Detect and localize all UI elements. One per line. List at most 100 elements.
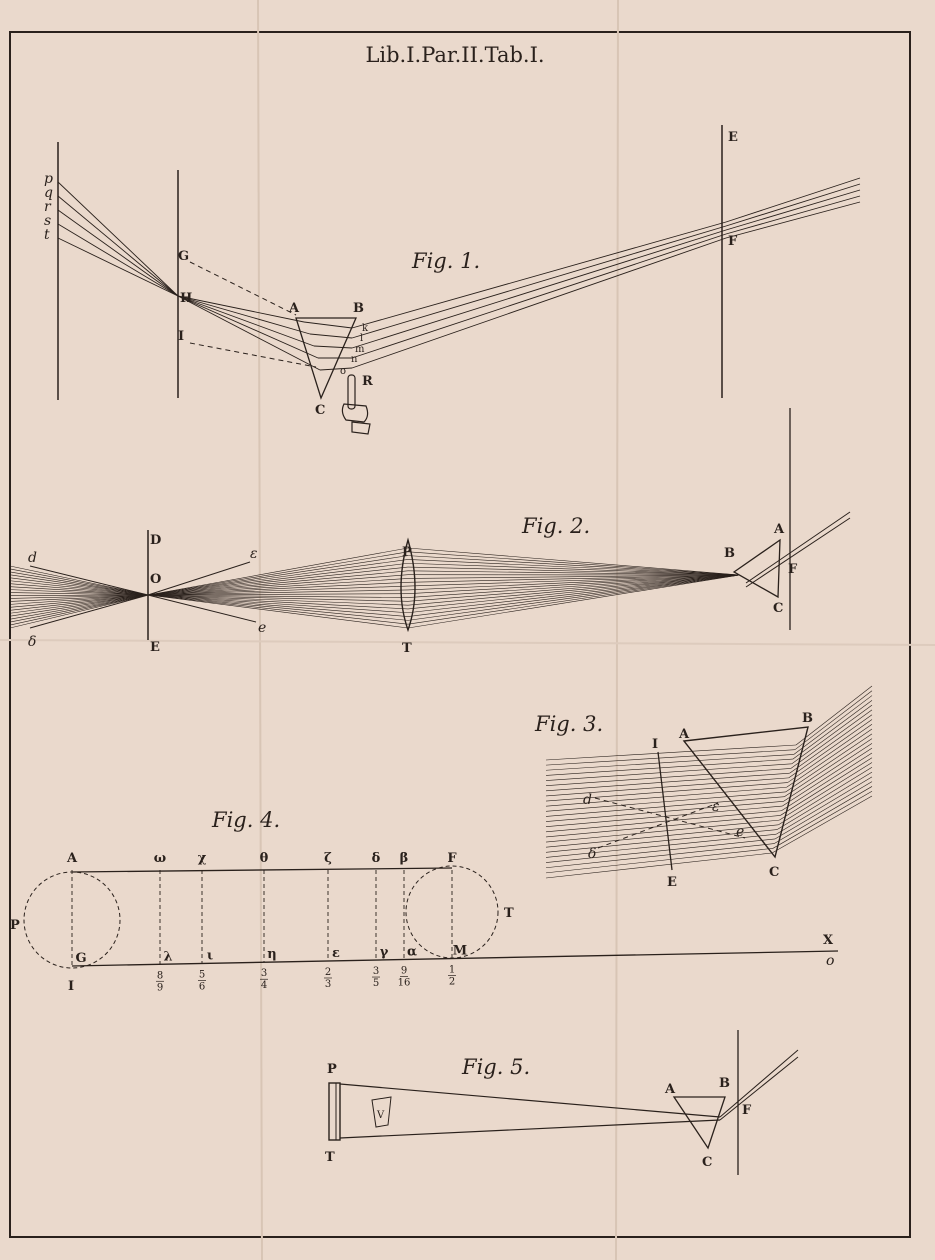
- fig4-base-line: [71, 950, 839, 967]
- fig2-ray: [407, 551, 741, 576]
- fig3-ray: [545, 763, 792, 781]
- fig1-label-t: t: [44, 227, 50, 243]
- fig2-ray: [407, 562, 741, 576]
- fig4-label-o: o: [826, 953, 834, 969]
- fig1-prism-ray: [319, 367, 353, 371]
- fig3-ray: [771, 795, 873, 854]
- fig1-label-R: R: [362, 374, 373, 389]
- fig3-ray: [772, 790, 873, 849]
- fig5-label-F: F: [742, 1103, 752, 1118]
- fig4-fraction-denominator: 6: [199, 981, 205, 992]
- fig4-fraction-numerator: 2: [325, 967, 331, 978]
- fig2-ray: [9, 594, 149, 608]
- fig3-ray: [545, 744, 797, 761]
- fig3-ray-bundle: [545, 685, 873, 879]
- fig2-ray: [407, 570, 741, 576]
- fig3-ray: [787, 724, 873, 783]
- fig2-ray: [407, 574, 741, 629]
- fig1-label-k: k: [362, 323, 369, 334]
- fig4-bottom-label: λ: [163, 949, 172, 964]
- fig3-ray: [545, 824, 779, 848]
- fig3-label-A: A: [678, 727, 690, 742]
- fig3-ray: [545, 852, 773, 879]
- fig2-ray: [147, 594, 409, 617]
- fig4-top-label: ζ: [324, 851, 332, 866]
- fig1-transmitted-ray: [177, 295, 319, 359]
- fig2-ray: [407, 574, 741, 610]
- fig1-emergent-ray: [725, 195, 861, 235]
- fig1-dashed-g: [189, 261, 297, 316]
- fig3-ray: [545, 772, 790, 792]
- fig2-ray: [147, 594, 409, 598]
- fig4-top-label: χ: [198, 851, 207, 866]
- fig3-ray: [545, 754, 794, 771]
- fig2-ray: [9, 568, 149, 596]
- fig3-ray: [782, 747, 873, 807]
- fig4-fraction-denominator: 16: [398, 977, 411, 988]
- fig4-fraction-denominator: 4: [261, 980, 267, 991]
- fig2-ray-bundle: [9, 547, 741, 629]
- fig4-bottom-label: γ: [380, 945, 389, 960]
- fig2-ray: [9, 565, 149, 596]
- fig1-label-o: o: [340, 366, 346, 377]
- fig2-ray: [147, 594, 409, 625]
- fig2-label-delta: δ: [28, 634, 36, 650]
- fig2-ray: [147, 594, 409, 614]
- fig1-label-s: s: [44, 213, 51, 229]
- fig3-ray: [780, 757, 873, 816]
- fig1-incident-ray: [57, 237, 179, 297]
- fig2-ray: [147, 574, 409, 596]
- fig3-dashed-delta-epsilon: [597, 802, 719, 849]
- fig2-label-epsilon: ε: [250, 546, 258, 562]
- fig3-label-e: e: [736, 824, 744, 840]
- figure-5: Fig. 5. P T V A B C F: [325, 1030, 799, 1175]
- fig2-label-e: e: [258, 620, 266, 636]
- fig4-top-label: β: [400, 851, 409, 866]
- fig1-ray-bundle: [57, 177, 861, 371]
- fig3-ray: [545, 833, 777, 858]
- fig1-transmitted-ray: [177, 295, 321, 371]
- fig1-label-q: q: [44, 185, 53, 201]
- fig1-label-r: r: [44, 199, 52, 215]
- fig2-label-O: O: [150, 572, 161, 587]
- fig1-incident-ray: [57, 181, 179, 297]
- fig5-label-A: A: [664, 1082, 676, 1097]
- fig4-top-label: A: [66, 851, 78, 866]
- fig2-ray: [147, 551, 409, 596]
- fig2-ray: [9, 594, 149, 629]
- fig1-transmitted-ray: [177, 295, 315, 347]
- plate-border: [9, 31, 911, 1238]
- fig3-ray: [545, 782, 788, 802]
- fig4-label-I: I: [68, 979, 74, 994]
- fig3-ray: [779, 762, 873, 821]
- fig3-label-epsilon: ε: [712, 799, 720, 815]
- fig2-ray: [9, 594, 149, 602]
- fig2-label-C: C: [773, 601, 783, 616]
- fig1-refracted-ray: [351, 237, 727, 369]
- fig1-emergent-ray: [725, 201, 861, 239]
- fig2-ray: [407, 574, 741, 579]
- fig3-ray: [784, 738, 873, 797]
- fig3-label-B: B: [802, 711, 813, 726]
- fig5-ray-lower: [339, 1119, 721, 1139]
- fig2-line-d: [29, 565, 149, 596]
- fig2-ray: [407, 547, 741, 576]
- fig1-prism-ray: [309, 333, 353, 339]
- fig2-ray: [407, 574, 741, 598]
- fig2-ray: [407, 574, 741, 614]
- fig3-ray: [545, 819, 780, 843]
- fig3-ray: [794, 690, 873, 750]
- fig3-ray: [774, 781, 873, 840]
- fig2-ray: [147, 594, 409, 629]
- fig3-ray: [545, 838, 776, 863]
- fig4-fraction-numerator: 5: [199, 969, 205, 980]
- figure-1: Fig. 1. p q r s t G H I A B C R E F k l …: [44, 125, 861, 435]
- fig4-fraction-denominator: 3: [325, 979, 331, 990]
- fig2-ray: [147, 594, 409, 621]
- fig5-prism: [672, 1096, 726, 1150]
- fig3-label-delta: δ: [588, 846, 596, 862]
- fig2-ray: [9, 594, 149, 626]
- fig2-line-delta: [29, 594, 149, 629]
- fig5-label-P: P: [327, 1062, 337, 1077]
